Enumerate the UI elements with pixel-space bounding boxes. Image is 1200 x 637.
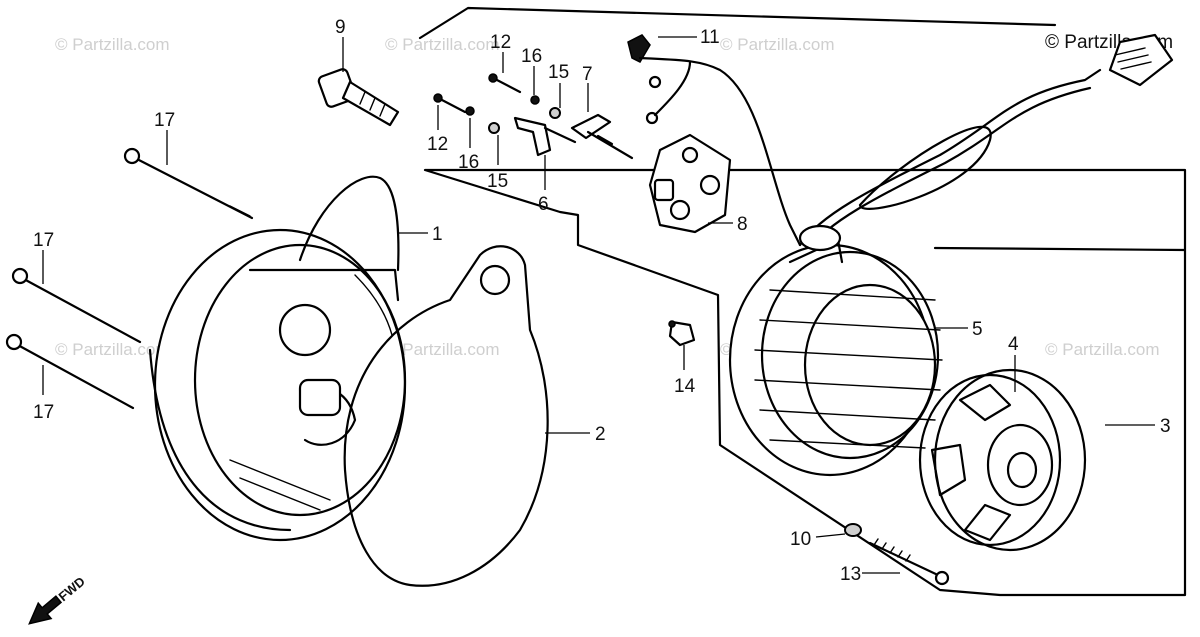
callout-8: 8 (737, 214, 748, 235)
callout-16: 16 (458, 152, 479, 173)
part-8-rectifier-plate (648, 133, 732, 234)
part-17-long-bolt (5, 333, 135, 410)
callout-12: 12 (490, 32, 511, 53)
watermark: © Partzilla.com (385, 35, 500, 54)
callout-11: 11 (700, 27, 720, 48)
part-10-washer (844, 523, 862, 537)
part-2-gasket (343, 245, 549, 587)
callout-10: 10 (790, 529, 811, 550)
part-9-flange-bolt (317, 68, 400, 127)
part-15-washer (488, 122, 500, 134)
fwd-label: FWD (56, 574, 88, 605)
callout-9: 9 (335, 17, 346, 38)
callout-2: 2 (595, 424, 606, 445)
watermark: © Partzilla.com (55, 35, 170, 54)
callout-4: 4 (1008, 334, 1019, 355)
part-16-lock-washer (465, 106, 475, 116)
part-15-washer (549, 107, 561, 119)
part-12-screw (488, 73, 522, 94)
part-6-terminal-bracket (513, 116, 577, 157)
part-17-long-bolt (123, 147, 254, 220)
watermark: © Partzilla.com (1045, 340, 1160, 359)
part-12-screw (433, 93, 467, 114)
part-14-grommet (668, 320, 696, 347)
part-1-generator-cover (148, 175, 407, 542)
part-16-lock-washer (530, 95, 540, 105)
callout-17: 17 (33, 230, 54, 251)
part-4-rotor (918, 368, 1087, 552)
part-13-bolt (868, 538, 950, 586)
callout-12: 12 (427, 134, 448, 155)
callout-1: 1 (432, 224, 443, 245)
callouts: 9 17 17 17 1 2 3 4 5 6 7 8 10 11 12 12 1… (33, 17, 1171, 585)
watermark: © Partzilla.com (720, 35, 835, 54)
watermark: © Partzilla.com (55, 340, 170, 359)
part-5-stator (728, 224, 943, 477)
callout-15: 15 (548, 62, 569, 83)
watermark: © Partzilla.com (385, 340, 500, 359)
fwd-arrow: FWD (28, 574, 88, 625)
callout-14: 14 (674, 376, 696, 397)
part-11-connector (627, 34, 802, 247)
part-17-long-bolt (11, 267, 142, 344)
callout-15: 15 (487, 171, 508, 192)
assembly-boundary (418, 6, 1187, 597)
part-7-terminal (570, 113, 634, 160)
leader-lines (42, 36, 1155, 574)
callout-7: 7 (582, 64, 593, 85)
callout-13: 13 (840, 564, 861, 585)
callout-17: 17 (154, 110, 175, 131)
callout-3: 3 (1160, 416, 1171, 437)
callout-16: 16 (521, 46, 542, 67)
wire-harness (798, 33, 1174, 252)
callout-17: 17 (33, 402, 54, 423)
callout-5: 5 (972, 319, 983, 340)
callout-6: 6 (538, 194, 549, 215)
